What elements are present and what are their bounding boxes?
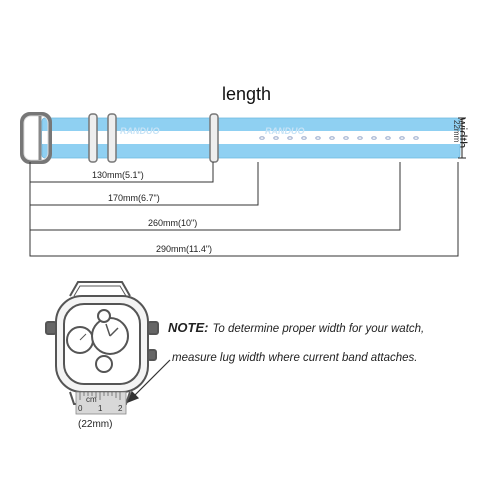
ruler-tick-0: 0 — [78, 404, 83, 413]
length-dimensions — [29, 162, 459, 257]
dimension-label-130: 130mm(5.1") — [92, 170, 144, 180]
lug-measure-label: (22mm) — [78, 419, 112, 430]
ruler: cm 0 1 2 — [75, 391, 127, 415]
ruler-unit: cm — [86, 395, 97, 404]
note-prefix: NOTE: — [168, 320, 209, 335]
dimension-label-260: 260mm(10") — [148, 218, 197, 228]
brand-text-2: RANDUO — [265, 126, 305, 136]
dimension-label-170: 170mm(6.7") — [108, 193, 160, 203]
strap-holes — [259, 136, 419, 140]
keepers — [88, 113, 219, 163]
brand-text-1: RANDUO — [120, 126, 160, 136]
length-title: length — [222, 84, 272, 104]
note-text-1: To determine proper width for your watch… — [212, 323, 425, 335]
width-dimension — [458, 117, 466, 159]
band-width-value: 22mm — [452, 120, 461, 143]
note-line-1: NOTE:To determine proper width for your … — [168, 320, 424, 335]
watch-illustration — [45, 281, 159, 412]
ruler-tick-2: 2 — [118, 404, 123, 413]
ruler-tick-1: 1 — [98, 404, 103, 413]
note-line-2: measure lug width where current band att… — [172, 352, 418, 364]
strap: RANDUO RANDUO — [20, 112, 466, 164]
dimension-label-290: 290mm(11.4") — [156, 244, 212, 254]
pointer-arrow — [126, 359, 171, 404]
buckle — [20, 112, 52, 164]
